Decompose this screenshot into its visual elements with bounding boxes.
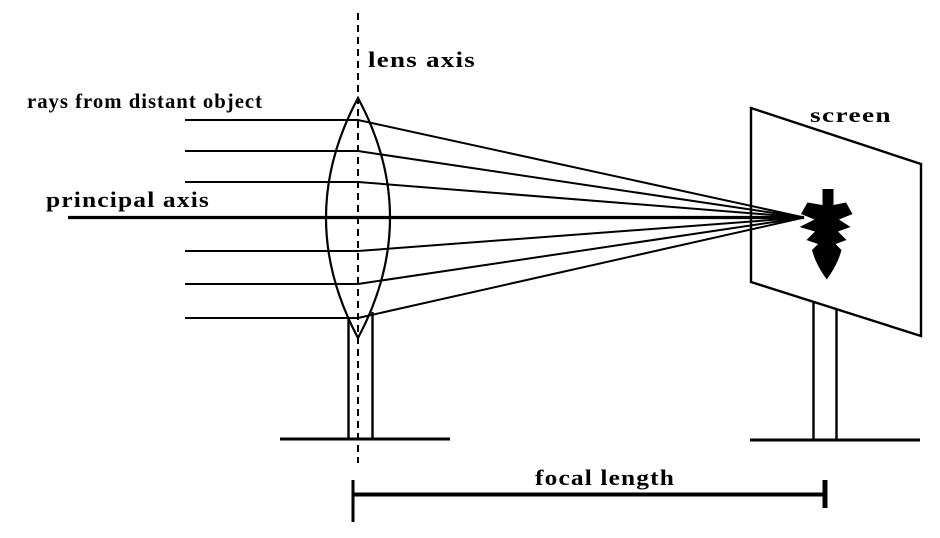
refracted-ray-line: [357, 181, 805, 219]
refracted-ray-line: [357, 216, 805, 252]
refracted-ray-line: [357, 216, 805, 285]
refracted-ray-line: [357, 119, 805, 219]
screen-label: screen: [810, 105, 892, 127]
refracted-ray-line: [357, 216, 805, 319]
inverted-tree-image: [799, 189, 853, 280]
focal-length-label: focal length: [535, 465, 675, 490]
convex-lens-outline: [325, 95, 391, 341]
principal-axis-label: principal axis: [46, 187, 210, 212]
refracted-ray-line: [357, 150, 805, 219]
lens-axis-label: lens axis: [368, 47, 476, 72]
rays-from-distant-object-label: rays from distant object: [27, 89, 263, 113]
